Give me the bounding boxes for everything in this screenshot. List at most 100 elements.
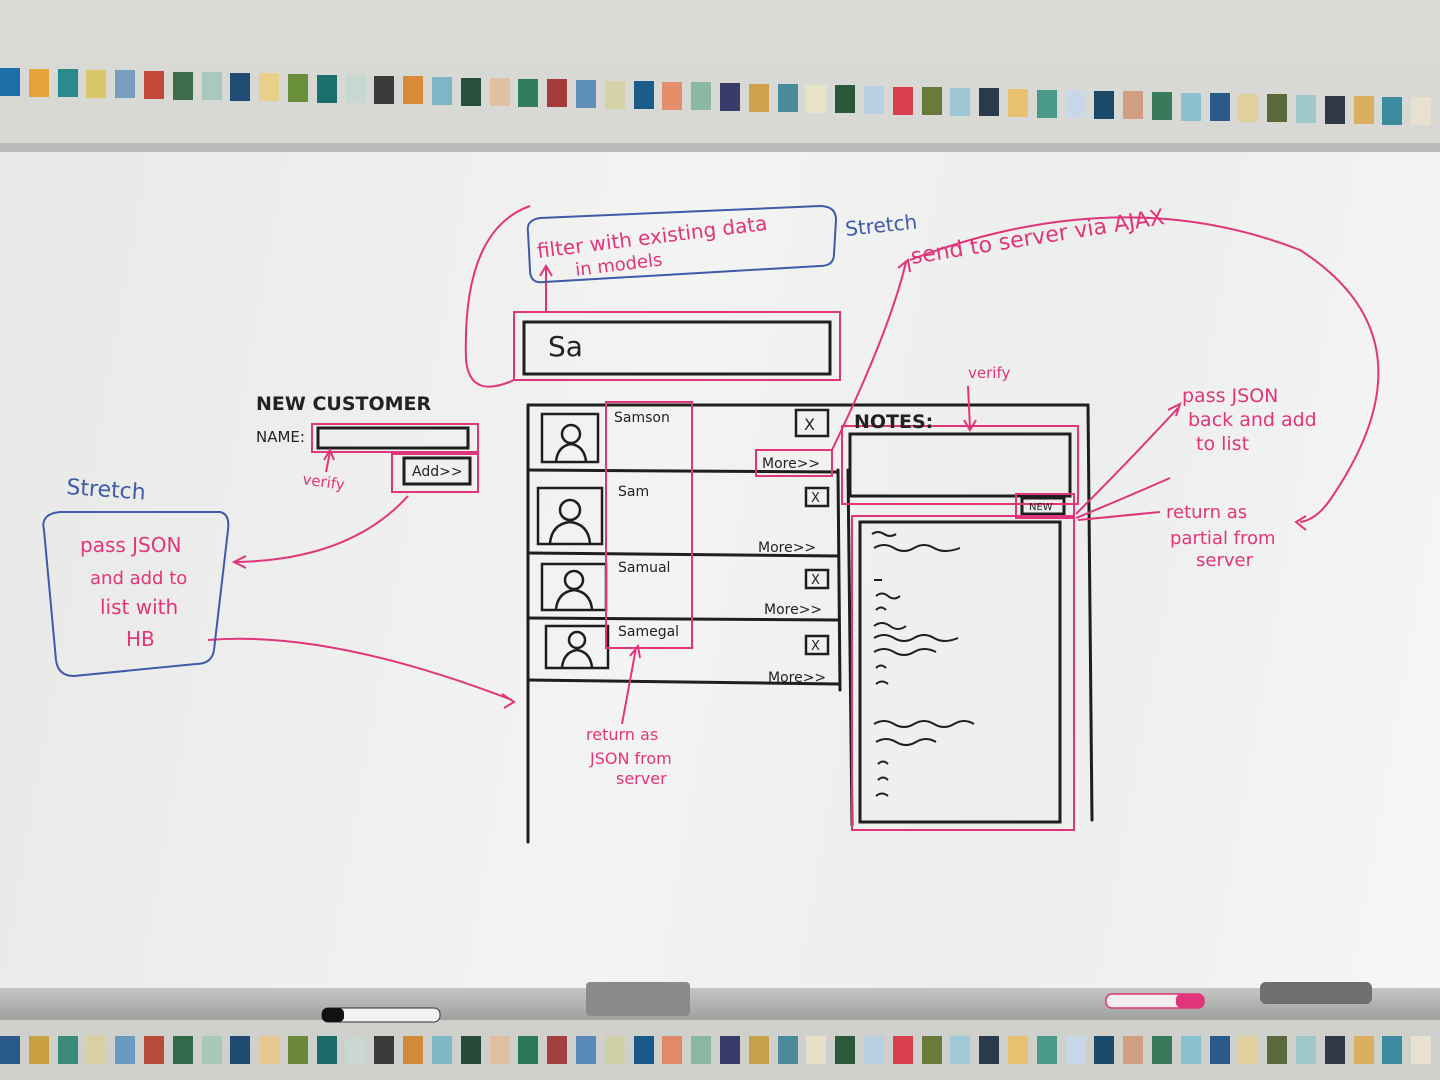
sticky-note	[172, 1036, 193, 1064]
sticky-note	[57, 69, 78, 97]
name-input[interactable]	[316, 426, 470, 450]
sticky-note	[28, 69, 49, 97]
customer-name: Samegal	[618, 624, 679, 640]
delete-button[interactable]	[804, 634, 830, 656]
sticky-note	[432, 77, 452, 105]
avatar-icon	[540, 562, 608, 612]
sticky-note	[950, 1036, 971, 1064]
sticky-note	[1411, 97, 1432, 125]
sticky-note	[777, 84, 798, 112]
sticky-note	[1065, 1036, 1086, 1064]
sticky-note	[201, 72, 222, 100]
sticky-note	[547, 1036, 568, 1064]
sticky-note	[1267, 1036, 1288, 1064]
sticky-note	[28, 1036, 49, 1064]
sticky-note	[460, 1036, 481, 1064]
sticky-note	[1353, 96, 1374, 124]
sticky-note	[316, 75, 337, 103]
cloth	[1260, 982, 1372, 1004]
sticky-note	[1180, 1036, 1201, 1064]
sticky-note	[288, 74, 308, 102]
sticky-note	[806, 85, 827, 113]
sticky-note	[57, 1036, 78, 1064]
sticky-note	[576, 80, 596, 108]
sticky-note	[144, 1036, 164, 1064]
right-pass-line3: to list	[1196, 433, 1249, 455]
sticky-note	[259, 73, 280, 101]
verify-label-notes: verify	[968, 364, 1010, 382]
sticky-note	[115, 70, 136, 98]
sticky-note	[86, 1036, 107, 1064]
sticky-note	[432, 1036, 452, 1064]
sticky-note	[777, 1036, 798, 1064]
eraser	[586, 982, 690, 1016]
delete-label: X	[811, 491, 820, 506]
delete-button[interactable]	[804, 486, 830, 508]
left-note-line4: HB	[126, 627, 155, 651]
add-button[interactable]	[402, 456, 472, 486]
sticky-note	[864, 1036, 884, 1064]
notes-list	[858, 520, 1062, 824]
sticky-note	[979, 88, 1000, 116]
right-return-line1: return as	[1166, 502, 1247, 523]
whiteboard	[0, 152, 1440, 990]
sticky-note	[1065, 90, 1086, 118]
sticky-note	[172, 72, 193, 100]
sticky-note	[403, 1036, 424, 1064]
more-link[interactable]: More>>	[762, 456, 820, 472]
avatar-icon	[540, 412, 600, 464]
left-note-line3: list with	[100, 595, 178, 619]
sticky-note	[921, 1036, 942, 1064]
sticky-note	[1094, 91, 1115, 119]
right-return-line2: partial from	[1170, 528, 1276, 549]
sticky-note	[1296, 95, 1316, 123]
delete-button[interactable]	[804, 568, 830, 590]
delete-label: X	[811, 573, 820, 588]
stretch-label-top: Stretch	[844, 210, 918, 241]
search-input[interactable]	[522, 320, 832, 376]
sticky-note	[374, 1036, 395, 1064]
sticky-note	[1209, 93, 1230, 121]
new-customer-title: NEW CUSTOMER	[256, 393, 432, 415]
sticky-note	[1296, 1036, 1316, 1064]
sticky-note	[691, 1036, 712, 1064]
sticky-note	[864, 86, 884, 114]
more-link[interactable]: More>>	[768, 670, 826, 686]
sticky-note	[1209, 1036, 1230, 1064]
sticky-note	[518, 79, 539, 107]
sticky-note	[1180, 93, 1201, 121]
sticky-note	[1123, 1036, 1144, 1064]
return-json-line1: return as	[586, 725, 658, 744]
sticky-note	[979, 1036, 1000, 1064]
sticky-note-row-bottom	[0, 1036, 1440, 1076]
new-note-button[interactable]	[1020, 496, 1066, 516]
sticky-note	[1353, 1036, 1374, 1064]
sticky-note	[604, 81, 625, 109]
sticky-note	[921, 87, 942, 115]
sticky-note	[1036, 90, 1057, 118]
notes-input[interactable]	[848, 432, 1072, 498]
sticky-note	[1382, 97, 1403, 125]
sticky-note	[230, 73, 251, 101]
sticky-note	[691, 82, 712, 110]
sticky-note	[0, 1036, 20, 1064]
sticky-note	[662, 1036, 683, 1064]
sticky-note	[1152, 92, 1172, 120]
sticky-note	[1036, 1036, 1057, 1064]
sticky-note	[748, 84, 769, 112]
right-pass-line1: pass JSON	[1182, 385, 1278, 407]
sticky-note	[835, 85, 856, 113]
customer-name: Samual	[618, 560, 670, 576]
sticky-note	[518, 1036, 539, 1064]
sticky-note	[1238, 94, 1259, 122]
delete-label: X	[811, 639, 820, 654]
sticky-note	[86, 70, 107, 98]
customer-name: Samson	[614, 410, 670, 426]
sticky-note	[1123, 91, 1144, 119]
more-link[interactable]: More>>	[758, 540, 816, 556]
sticky-note	[1152, 1036, 1172, 1064]
right-return-line3: server	[1196, 550, 1254, 571]
sticky-note	[288, 1036, 308, 1064]
more-link[interactable]: More>>	[764, 602, 822, 618]
delete-button[interactable]	[794, 408, 830, 438]
